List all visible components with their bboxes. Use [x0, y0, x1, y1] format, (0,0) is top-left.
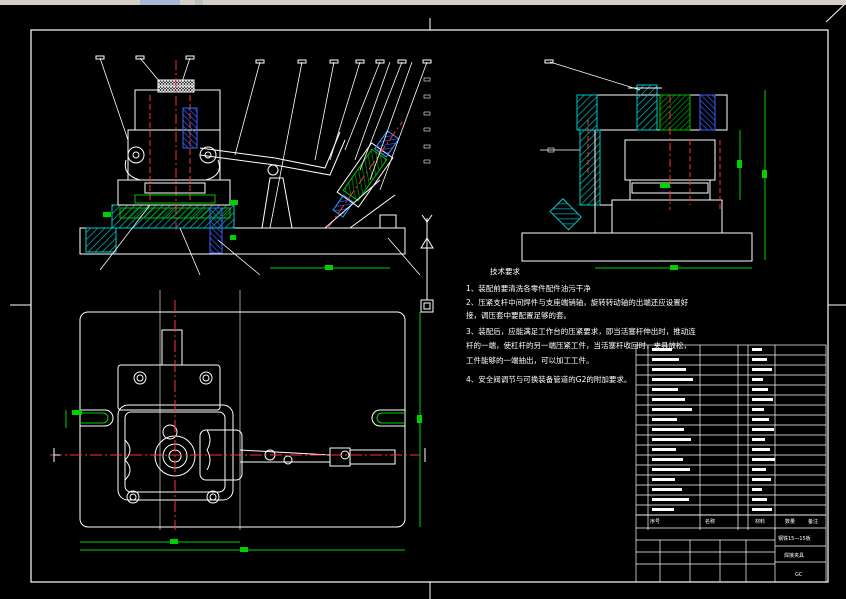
title-block-text: 序号 名称 材料 数量 备注 钢铁15—15板 焊接夹具 GC — [650, 518, 818, 578]
parts-row-material-mark — [752, 368, 772, 371]
parts-row-material-mark — [752, 418, 769, 421]
parts-row-text-mark — [652, 368, 686, 371]
drawing-name: 焊接夹具 — [784, 552, 804, 559]
col-header-material: 材料 — [755, 518, 765, 525]
parts-row-material-mark — [752, 388, 768, 391]
parts-row-text-mark — [652, 418, 677, 421]
parts-row-material-mark — [752, 448, 770, 451]
parts-row-text-mark — [652, 448, 676, 451]
parts-row-material-mark — [752, 348, 762, 351]
parts-row-text-mark — [652, 488, 682, 491]
parts-row-text-mark — [652, 388, 678, 391]
parts-row-material-mark — [752, 358, 767, 361]
parts-row-text-mark — [652, 468, 690, 471]
note-line-5: 杆的一端，使杠杆的另一端压紧工件，当活塞杆收回时，夹具放松， — [466, 340, 691, 350]
parts-row-material-mark — [752, 378, 763, 381]
title-subtitle: 钢铁15—15板 — [778, 535, 811, 542]
parts-row-material-mark — [752, 428, 774, 431]
note-line-6: 工件能够的一端抽出，可以加工工件。 — [466, 355, 594, 365]
parts-row-material-mark — [752, 498, 767, 501]
parts-row-text-mark — [652, 438, 691, 441]
drawing-code: GC — [795, 572, 803, 578]
note-line-1: 1、装配前要清洗各零件配件油污干净 — [466, 283, 591, 293]
col-header-no: 序号 — [650, 518, 660, 525]
top-view — [50, 290, 426, 552]
front-view — [79, 55, 434, 313]
note-line-4: 3、装配后，应能满足工作台的压紧要求，即当活塞杆伸出时，推动连 — [466, 326, 696, 336]
parts-row-material-mark — [752, 468, 766, 471]
parts-row-material-mark — [752, 508, 772, 511]
cad-drawing-canvas[interactable]: 技术要求 1、装配前要清洗各零件配件油污干净 2、压紧支杆中间焊件与支座端销轴，… — [0, 5, 846, 599]
parts-row-material-mark — [752, 488, 762, 491]
parts-row-text-mark — [652, 348, 672, 351]
parts-list — [635, 344, 827, 583]
parts-row-material-mark — [752, 408, 764, 411]
drawing-frame — [10, 5, 846, 599]
col-header-name: 名称 — [705, 518, 715, 525]
note-line-2: 2、压紧支杆中间焊件与支座端销轴，旋转转动轴的出端还应设置好 — [466, 297, 689, 307]
toolbar-button[interactable] — [195, 0, 203, 5]
parts-row-text-mark — [652, 358, 679, 361]
technical-notes: 技术要求 1、装配前要清洗各零件配件油污干净 2、压紧支杆中间焊件与支座端销轴，… — [466, 266, 696, 384]
parts-row-text-mark — [652, 378, 693, 381]
parts-row-material-mark — [752, 398, 773, 401]
parts-row-material-mark — [752, 438, 765, 441]
note-line-7: 4、安全阀调节与可换装备管道的G2的附加要求。 — [466, 374, 631, 384]
parts-row-text-mark — [652, 478, 675, 481]
note-line-3: 接，调压套中要配置足够的套。 — [466, 310, 571, 320]
parts-row-text-mark — [652, 408, 692, 411]
toolbar-button[interactable] — [140, 0, 180, 5]
window-toolbar-strip — [0, 0, 846, 5]
parts-row-text-mark — [652, 498, 689, 501]
parts-row-text-mark — [652, 458, 683, 461]
col-header-remark: 备注 — [808, 518, 818, 525]
side-view — [521, 59, 767, 270]
parts-row-text-mark — [652, 428, 684, 431]
notes-title: 技术要求 — [490, 266, 520, 276]
col-header-qty: 数量 — [785, 518, 795, 525]
parts-row-text-mark — [652, 508, 674, 511]
parts-row-text-mark — [652, 398, 685, 401]
parts-row-material-mark — [752, 458, 775, 461]
parts-row-material-mark — [752, 478, 771, 481]
